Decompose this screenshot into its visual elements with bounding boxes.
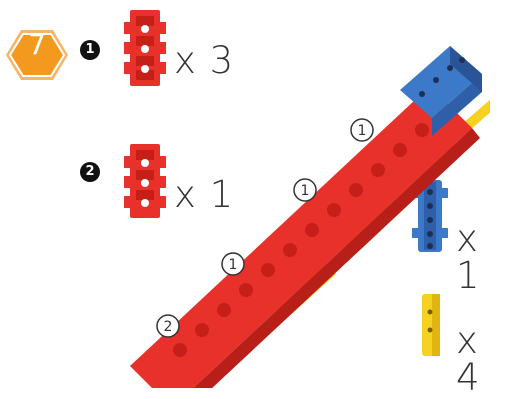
assembly-label: 1 bbox=[301, 183, 310, 199]
assembly-label: 1 bbox=[358, 123, 367, 139]
assembly-label: 2 bbox=[164, 319, 173, 335]
group-1-marker: 1 bbox=[80, 40, 100, 60]
assembly-label: 1 bbox=[229, 257, 238, 273]
group-2-marker: 2 bbox=[80, 162, 100, 182]
step-number: 7 bbox=[18, 31, 56, 59]
assembly-illustration: 1 1 1 2 bbox=[110, 20, 490, 388]
